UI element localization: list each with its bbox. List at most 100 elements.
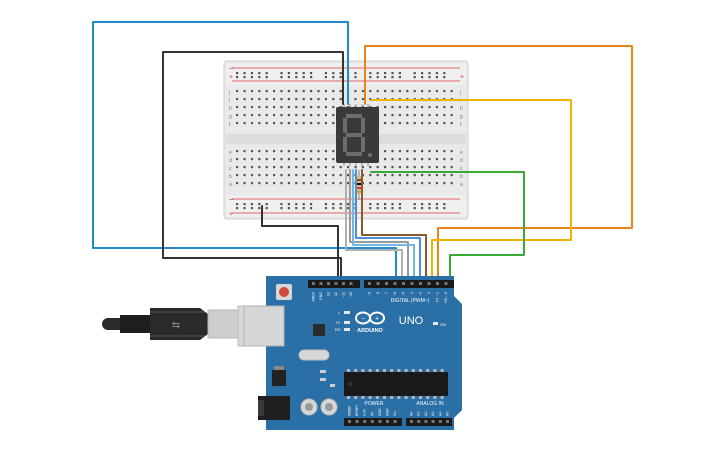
breadboard-hole[interactable] bbox=[332, 182, 335, 185]
breadboard-hole[interactable] bbox=[332, 150, 335, 153]
breadboard-hole[interactable] bbox=[354, 90, 357, 93]
breadboard-hole[interactable] bbox=[384, 122, 387, 125]
breadboard-hole[interactable] bbox=[413, 106, 416, 109]
breadboard-hole[interactable] bbox=[398, 150, 401, 153]
breadboard-hole[interactable] bbox=[398, 90, 401, 93]
reset-button[interactable] bbox=[279, 287, 289, 297]
header-pin[interactable] bbox=[312, 282, 315, 285]
breadboard-hole[interactable] bbox=[443, 174, 446, 177]
breadboard-hole[interactable] bbox=[332, 203, 335, 206]
breadboard-hole[interactable] bbox=[384, 166, 387, 169]
breadboard-hole[interactable] bbox=[310, 182, 313, 185]
breadboard-hole[interactable] bbox=[398, 158, 401, 161]
breadboard-hole[interactable] bbox=[280, 90, 283, 93]
breadboard-hole[interactable] bbox=[398, 114, 401, 117]
breadboard-hole[interactable] bbox=[324, 166, 327, 169]
breadboard-hole[interactable] bbox=[273, 158, 276, 161]
breadboard-hole[interactable] bbox=[339, 76, 342, 79]
breadboard-hole[interactable] bbox=[265, 76, 268, 79]
breadboard-hole[interactable] bbox=[250, 203, 253, 206]
breadboard-hole[interactable] bbox=[310, 72, 313, 75]
breadboard-hole[interactable] bbox=[413, 90, 416, 93]
breadboard-hole[interactable] bbox=[317, 182, 320, 185]
breadboard-hole[interactable] bbox=[324, 182, 327, 185]
breadboard-hole[interactable] bbox=[428, 76, 431, 79]
breadboard-hole[interactable] bbox=[280, 174, 283, 177]
breadboard-hole[interactable] bbox=[369, 166, 372, 169]
breadboard-hole[interactable] bbox=[250, 150, 253, 153]
breadboard-hole[interactable] bbox=[243, 207, 246, 210]
header-pin[interactable] bbox=[349, 282, 353, 285]
breadboard-hole[interactable] bbox=[332, 90, 335, 93]
breadboard-hole[interactable] bbox=[413, 174, 416, 177]
breadboard-hole[interactable] bbox=[302, 158, 305, 161]
breadboard-hole[interactable] bbox=[310, 98, 313, 101]
breadboard-hole[interactable] bbox=[384, 182, 387, 185]
breadboard-hole[interactable] bbox=[443, 166, 446, 169]
power-pin[interactable] bbox=[393, 420, 397, 423]
breadboard-hole[interactable] bbox=[236, 122, 239, 125]
breadboard-hole[interactable] bbox=[413, 122, 416, 125]
breadboard-hole[interactable] bbox=[287, 158, 290, 161]
breadboard-hole[interactable] bbox=[287, 114, 290, 117]
breadboard-hole[interactable] bbox=[428, 203, 431, 206]
breadboard-hole[interactable] bbox=[450, 114, 453, 117]
header-pin[interactable] bbox=[376, 282, 380, 285]
wire-blue[interactable] bbox=[92, 21, 397, 284]
breadboard-hole[interactable] bbox=[302, 182, 305, 185]
breadboard-hole[interactable] bbox=[310, 203, 313, 206]
breadboard-hole[interactable] bbox=[421, 90, 424, 93]
breadboard-hole[interactable] bbox=[287, 150, 290, 153]
breadboard-hole[interactable] bbox=[265, 166, 268, 169]
breadboard-hole[interactable] bbox=[287, 203, 290, 206]
breadboard-hole[interactable] bbox=[428, 158, 431, 161]
breadboard-hole[interactable] bbox=[317, 166, 320, 169]
breadboard-hole[interactable] bbox=[273, 98, 276, 101]
breadboard-hole[interactable] bbox=[443, 158, 446, 161]
breadboard-hole[interactable] bbox=[406, 122, 409, 125]
breadboard-hole[interactable] bbox=[339, 182, 342, 185]
breadboard-hole[interactable] bbox=[243, 182, 246, 185]
wire-brown[interactable] bbox=[361, 169, 427, 284]
breadboard-hole[interactable] bbox=[398, 174, 401, 177]
breadboard-hole[interactable] bbox=[450, 90, 453, 93]
breadboard-hole[interactable] bbox=[391, 72, 394, 75]
breadboard-hole[interactable] bbox=[236, 158, 239, 161]
breadboard-hole[interactable] bbox=[302, 207, 305, 210]
breadboard-hole[interactable] bbox=[413, 207, 416, 210]
breadboard-hole[interactable] bbox=[287, 98, 290, 101]
power-analog-header-pins[interactable] bbox=[348, 420, 449, 423]
breadboard-hole[interactable] bbox=[273, 182, 276, 185]
breadboard-hole[interactable] bbox=[391, 207, 394, 210]
breadboard-hole[interactable] bbox=[435, 90, 438, 93]
breadboard-hole[interactable] bbox=[332, 76, 335, 79]
breadboard-hole[interactable] bbox=[384, 76, 387, 79]
breadboard-hole[interactable] bbox=[302, 203, 305, 206]
breadboard-hole[interactable] bbox=[287, 174, 290, 177]
breadboard-hole[interactable] bbox=[428, 122, 431, 125]
breadboard-hole[interactable] bbox=[295, 150, 298, 153]
breadboard-hole[interactable] bbox=[295, 207, 298, 210]
breadboard-hole[interactable] bbox=[421, 174, 424, 177]
breadboard-hole[interactable] bbox=[243, 122, 246, 125]
breadboard-hole[interactable] bbox=[324, 114, 327, 117]
wire-green[interactable] bbox=[370, 171, 525, 284]
breadboard-hole[interactable] bbox=[265, 150, 268, 153]
wire-grey-2[interactable] bbox=[345, 169, 403, 284]
breadboard-hole[interactable] bbox=[258, 114, 261, 117]
breadboard-hole[interactable] bbox=[398, 182, 401, 185]
breadboard-hole[interactable] bbox=[236, 166, 239, 169]
breadboard-hole[interactable] bbox=[339, 72, 342, 75]
breadboard-hole[interactable] bbox=[421, 72, 424, 75]
breadboard-hole[interactable] bbox=[347, 207, 350, 210]
breadboard-hole[interactable] bbox=[250, 98, 253, 101]
breadboard-hole[interactable] bbox=[332, 158, 335, 161]
breadboard-hole[interactable] bbox=[332, 166, 335, 169]
breadboard-hole[interactable] bbox=[421, 114, 424, 117]
breadboard-hole[interactable] bbox=[295, 90, 298, 93]
breadboard-hole[interactable] bbox=[317, 174, 320, 177]
breadboard-hole[interactable] bbox=[369, 203, 372, 206]
breadboard-hole[interactable] bbox=[250, 207, 253, 210]
breadboard-hole[interactable] bbox=[317, 122, 320, 125]
breadboard-hole[interactable] bbox=[258, 122, 261, 125]
